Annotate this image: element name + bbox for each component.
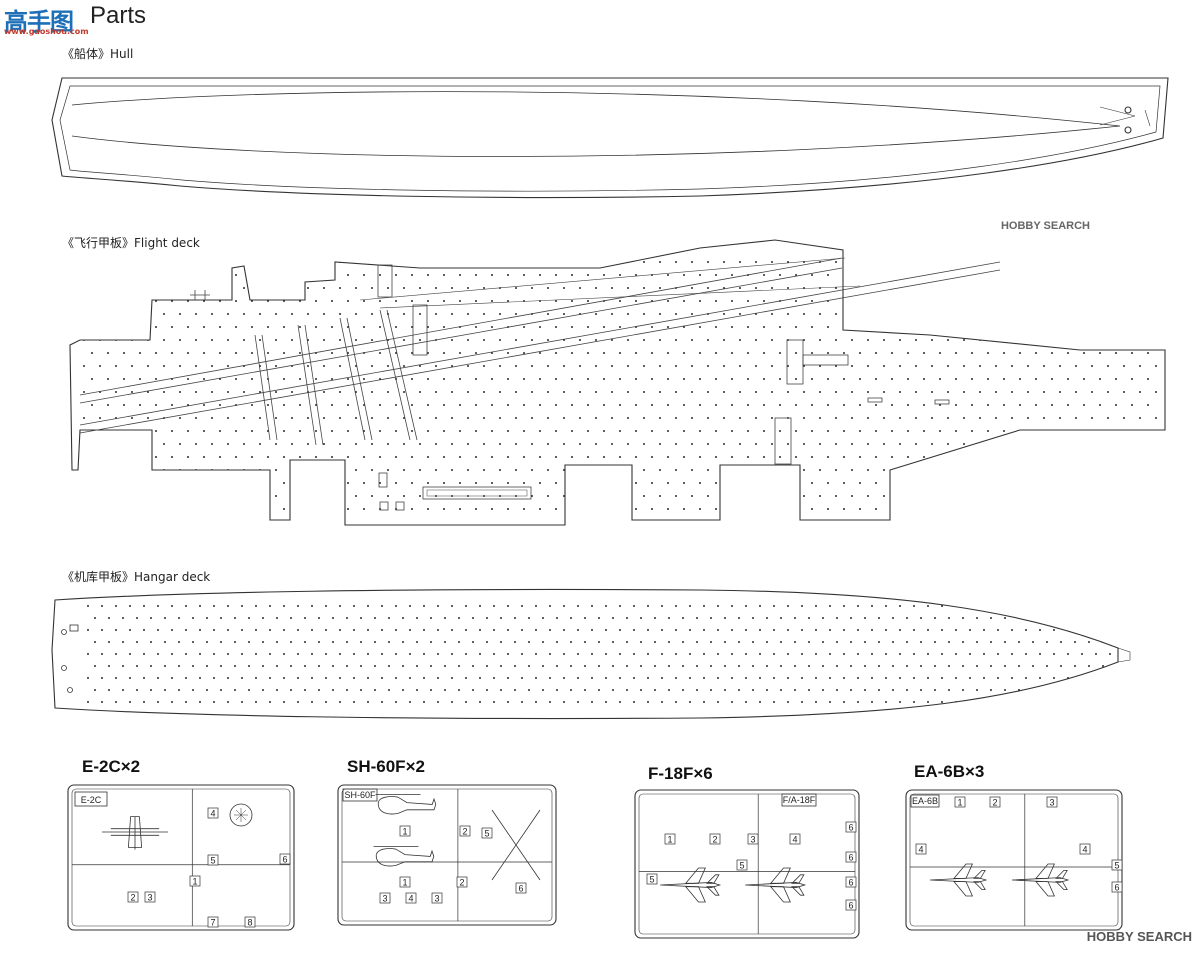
watermark-upper: HOBBY SEARCH [1000,220,1090,232]
hangar-deck-label: 《机库甲板》Hangar deck [62,570,211,584]
part-number: 2 [130,893,135,903]
site-logo-url: www.gaoshou.com [4,27,89,36]
site-logo: 高手图 [4,8,74,36]
part-number: 5 [210,856,215,866]
part-number: 5 [484,829,489,839]
page-title: Parts [90,2,147,29]
sprue-4: EA-6B 1 2 3 4 4 5 6 [905,789,1123,931]
hull-outline [51,77,1169,199]
sprue-tag: EA-6B [912,796,938,806]
part-number: 4 [1082,845,1087,855]
part-number: 3 [1049,798,1054,808]
part-number: 6 [518,884,523,894]
flight-deck-label: 《飞行甲板》Flight deck [62,236,200,250]
watermark-lower: HOBBY SEARCH [1086,929,1192,944]
aircraft-part [375,794,437,815]
part-number: 6 [282,855,287,865]
part-number: 3 [750,835,755,845]
aircraft-part [1011,863,1070,897]
part-number: 6 [848,901,853,911]
part-number: 4 [408,894,413,904]
sprue-title-sh60f: SH-60F×2 [347,757,425,776]
part-number: 2 [462,827,467,837]
part-number: 1 [957,798,962,808]
sprue-title-e2c: E-2C×2 [82,757,141,776]
part-number: 8 [247,918,252,928]
part-number: 7 [210,918,215,928]
part-number: 3 [434,894,439,904]
sprue-tag: SH-60F [344,790,376,800]
part-number: 6 [848,878,853,888]
part-number: 2 [459,878,464,888]
aircraft-part [745,867,807,903]
part-number: 5 [1114,861,1119,871]
sprue-title-ea6b: EA-6B×3 [914,762,985,781]
part-number: 2 [712,835,717,845]
part-number: 6 [1114,883,1119,893]
hangar-deck-outline [51,588,1131,720]
part-number: 6 [848,853,853,863]
sprue-tag: F/A-18F [783,795,816,805]
sprue-tag: E-2C [81,795,102,805]
part-number: 3 [382,894,387,904]
part-number: 5 [739,861,744,871]
part-number: 1 [402,827,407,837]
aircraft-part [929,863,988,897]
sprue-3: F/A-18F 1 2 3 4 6 5 5 6 6 6 [634,789,860,939]
aircraft-part [373,846,435,867]
part-number: 5 [649,875,654,885]
part-number: 1 [667,835,672,845]
part-number: 1 [192,877,197,887]
part-number: 6 [848,823,853,833]
aircraft-part [101,816,169,850]
sprue-1: E-2C 4 5 6 1 2 3 7 8 [67,784,295,931]
aircraft-part [660,867,722,903]
part-number: 4 [792,835,797,845]
hull-label: 《船体》Hull [62,47,134,61]
flight-deck-outline [69,239,1166,526]
sprue-group: E-2C 4 5 6 1 2 3 7 8 SH-60F 1 2 5 1 2 3 4 3 6 F/A-18F 1 2 3 4 6 5… [67,784,1123,939]
part-number: 1 [402,878,407,888]
sprue-2: SH-60F 1 2 5 1 2 3 4 3 6 [337,784,557,926]
part-number: 4 [918,845,923,855]
part-number: 4 [210,809,215,819]
sprue-aircraft [101,794,1070,903]
part-number: 3 [147,893,152,903]
part-number: 2 [992,798,997,808]
sprue-title-f18f: F-18F×6 [648,764,713,783]
